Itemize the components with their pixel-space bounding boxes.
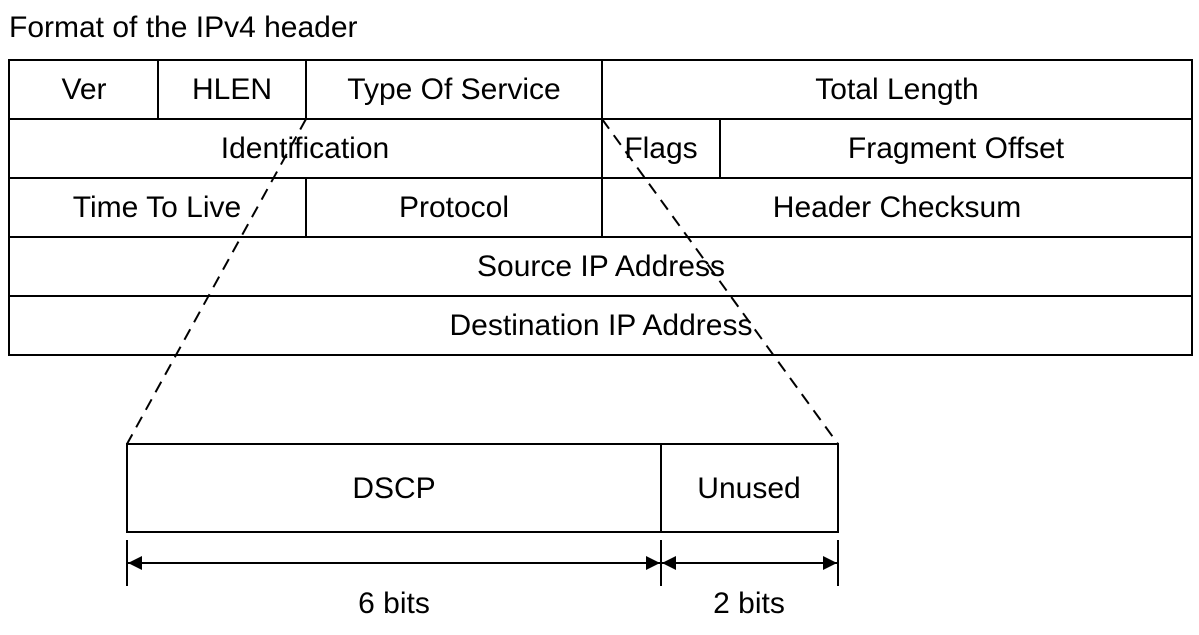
- field-fragment-offset: Fragment Offset: [848, 132, 1065, 165]
- field-source-ip-address: Source IP Address: [477, 250, 725, 283]
- header-labels: Ver HLEN Type Of Service Total Length Id…: [61, 73, 1064, 342]
- field-total-length: Total Length: [815, 73, 978, 106]
- zoom-line-left: [126, 118, 307, 445]
- header-table-border: [8, 59, 1193, 356]
- field-header-checksum: Header Checksum: [773, 191, 1021, 224]
- field-protocol: Protocol: [399, 191, 509, 224]
- header-table: [8, 59, 1193, 356]
- zoom-lines: [126, 118, 839, 445]
- zoom-line-right: [601, 118, 839, 445]
- field-time-to-live: Time To Live: [73, 191, 241, 224]
- field-identification: Identification: [221, 132, 389, 165]
- field-unused: Unused: [697, 472, 800, 505]
- tos-breakdown-box: [126, 443, 839, 533]
- bit-width-markers: [126, 540, 839, 586]
- tos-breakdown-labels: DSCP Unused: [352, 472, 800, 505]
- tos-breakdown: [126, 443, 839, 533]
- field-flags: Flags: [624, 132, 697, 165]
- unused-width-label: 2 bits: [713, 587, 785, 620]
- dscp-width-label: 6 bits: [358, 587, 430, 620]
- field-dscp: DSCP: [352, 472, 435, 505]
- field-hlen: HLEN: [192, 73, 272, 106]
- field-destination-ip-address: Destination IP Address: [450, 309, 753, 342]
- field-type-of-service: Type Of Service: [347, 73, 560, 106]
- diagram-title: Format of the IPv4 header: [9, 11, 358, 44]
- bit-width-labels: 6 bits 2 bits: [358, 587, 785, 620]
- field-ver: Ver: [61, 73, 106, 106]
